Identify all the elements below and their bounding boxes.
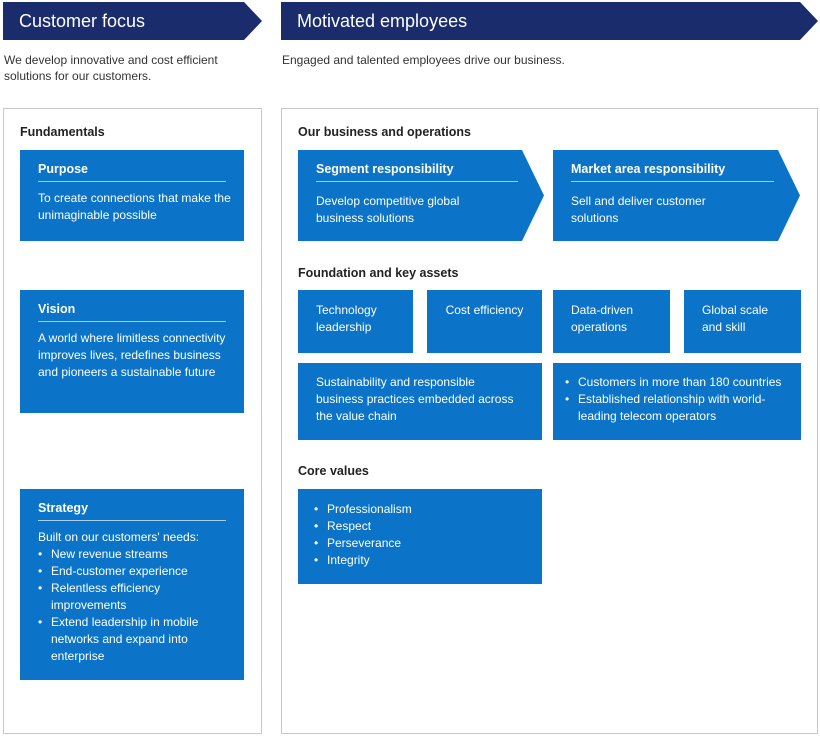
purpose-title: Purpose [38,162,226,182]
vision-box: Vision A world where limitless connectiv… [20,290,244,413]
vision-text: A world where limitless connectivity imp… [38,331,226,379]
customer-focus-title: Customer focus [19,11,146,31]
list-item: New revenue streams [38,546,232,563]
motivated-employees-banner: Motivated employees [281,2,818,40]
strategy-content: Built on our customers' needs: New reven… [38,529,232,665]
business-panel [281,108,818,734]
cost-efficiency-tile: Cost efficiency [427,290,542,353]
list-item: Perseverance [314,535,530,552]
technology-leadership-tile: Technology leadership [298,290,413,353]
market-title: Market area responsibility [571,162,774,182]
sustainability-text: Sustainability and responsible business … [316,375,514,423]
list-item: Integrity [314,552,530,569]
strategy-box: Strategy Built on our customers' needs: … [20,489,244,680]
strategy-intro: Built on our customers' needs: [38,530,200,544]
tile-label: Data-driven operations [571,303,634,334]
tile-label: Cost efficiency [445,303,524,317]
global-reach-list: Customers in more than 180 countries Est… [565,374,793,425]
list-item: Professionalism [314,501,530,518]
tile-label: Technology leadership [316,303,377,334]
customer-focus-banner: Customer focus [3,2,262,40]
operations-title: Our business and operations [298,125,471,139]
strategy-title: Strategy [38,501,226,521]
tile-label: Global scale and skill [702,303,769,334]
global-reach-box: Customers in more than 180 countries Est… [553,363,801,440]
core-values-list: Professionalism Respect Perseverance Int… [314,501,530,569]
sustainability-box: Sustainability and responsible business … [298,363,542,440]
market-text: Sell and deliver customer solutions [571,194,706,225]
list-item: Respect [314,518,530,535]
list-item: End-customer experience [38,563,232,580]
motivated-employees-intro: Engaged and talented employees drive our… [282,53,565,67]
foundation-title: Foundation and key assets [298,266,459,280]
global-scale-tile: Global scale and skill [684,290,801,353]
motivated-employees-title: Motivated employees [297,11,468,31]
market-area-responsibility-box: Market area responsibility Sell and deli… [553,150,800,241]
list-item: Customers in more than 180 countries [565,374,793,391]
list-item: Extend leadership in mobile networks and… [38,614,232,665]
purpose-text: To create connections that make the unim… [38,191,231,222]
vision-title: Vision [38,302,226,322]
segment-responsibility-box: Segment responsibility Develop competiti… [298,150,544,241]
core-values-title: Core values [298,464,369,478]
strategy-list: New revenue streams End-customer experie… [38,546,232,665]
segment-text: Develop competitive global business solu… [316,194,460,225]
fundamentals-title: Fundamentals [20,125,105,139]
list-item: Established relationship with world-lead… [565,391,793,425]
list-item: Relentless efficiency improvements [38,580,232,614]
customer-focus-intro: We develop innovative and cost efficient… [4,53,218,83]
purpose-box: Purpose To create connections that make … [20,150,244,241]
fundamentals-panel [3,108,262,734]
core-values-box: Professionalism Respect Perseverance Int… [298,489,542,584]
core-values-content: Professionalism Respect Perseverance Int… [314,501,530,569]
data-driven-operations-tile: Data-driven operations [553,290,670,353]
global-reach-content: Customers in more than 180 countries Est… [565,374,793,425]
segment-title: Segment responsibility [316,162,518,182]
